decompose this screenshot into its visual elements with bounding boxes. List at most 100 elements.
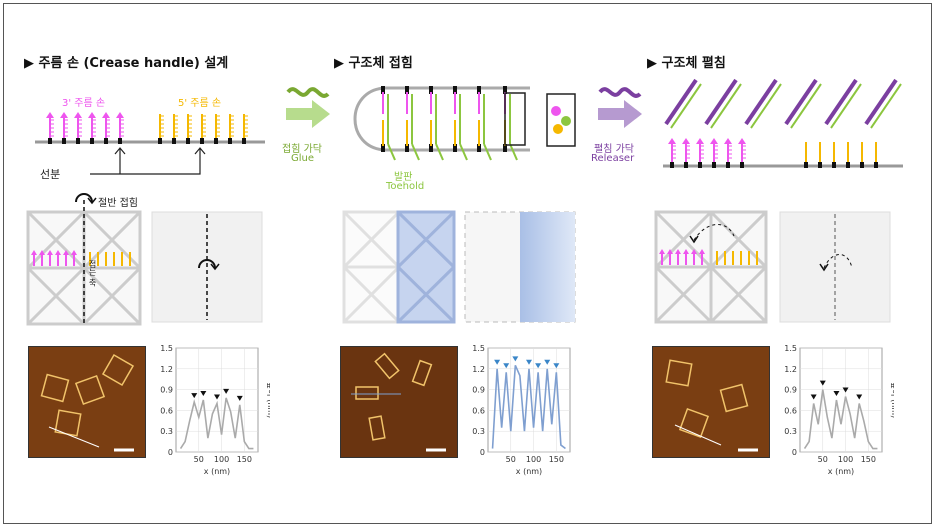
releaser-arrow-icon — [598, 100, 642, 128]
magenta-handle — [738, 138, 746, 168]
peak-marker — [811, 394, 817, 399]
released-duplex — [746, 80, 781, 128]
y-tick-label: 0 — [480, 448, 485, 457]
magenta-handle — [74, 112, 82, 144]
profile-line — [493, 365, 566, 448]
releaser-strand-icon — [590, 82, 650, 142]
profile-line — [181, 398, 254, 449]
highlight-box — [505, 93, 525, 145]
peak-marker — [223, 389, 229, 394]
folded-tile-diagram — [340, 208, 580, 328]
plot-area — [800, 348, 882, 452]
glue-arrow-icon — [286, 100, 330, 128]
x-tick-label: 50 — [194, 455, 204, 464]
releaser-label-en: Releaser — [591, 153, 634, 164]
afm-image-1 — [28, 346, 146, 458]
peak-marker — [494, 360, 500, 365]
y-tick-label: 0.3 — [472, 427, 485, 436]
profile-line — [805, 390, 878, 449]
x-tick-label: 150 — [549, 455, 564, 464]
magenta-handle — [710, 138, 718, 168]
folded-structure-diagram — [345, 80, 535, 180]
x-tick-label: 50 — [818, 455, 828, 464]
unfolded-tile-diagram — [652, 208, 902, 328]
peak-marker — [200, 391, 206, 396]
label-line: 선분 — [40, 166, 60, 182]
pointer-arrow-right — [90, 148, 205, 174]
y-axis-label: 높이 (nm) — [266, 382, 270, 418]
peak-marker — [512, 356, 518, 361]
peak-marker — [526, 360, 532, 365]
peak-marker — [856, 394, 862, 399]
yellow-handle — [186, 114, 192, 144]
magenta-handle — [116, 112, 124, 144]
magenta-handle — [102, 112, 110, 144]
released-duplex — [866, 80, 901, 128]
half-fold-diagram — [24, 188, 274, 328]
height-profile-chart-2: 00.30.60.91.21.550100150x (nm) — [462, 340, 582, 480]
y-tick-label: 0.6 — [472, 406, 485, 415]
folded-half — [520, 212, 575, 322]
magenta-handle — [46, 112, 54, 144]
peak-marker — [237, 396, 243, 401]
yellow-handle — [860, 142, 864, 168]
handle-design-diagram — [30, 104, 270, 184]
peak-marker — [214, 394, 220, 399]
panel3-title: ▶ 구조체 펼침 — [647, 52, 726, 71]
yellow-handle — [818, 142, 822, 168]
y-tick-label: 1.5 — [472, 344, 485, 353]
yellow-handle — [242, 114, 248, 144]
magenta-handle — [88, 112, 96, 144]
label-half-fold: 절반 접힘 — [98, 194, 138, 209]
peak-marker — [833, 391, 839, 396]
y-tick-label: 0.3 — [160, 427, 173, 436]
y-tick-label: 0.9 — [784, 386, 797, 395]
x-tick-label: 150 — [861, 455, 876, 464]
peak-marker — [544, 360, 550, 365]
panel2-title: ▶ 구조체 접힘 — [334, 52, 413, 71]
y-tick-label: 0 — [792, 448, 797, 457]
label-fold-axis: 접는 축 — [87, 260, 98, 287]
magenta-handle — [668, 138, 676, 168]
y-axis-label: 높이 (nm) — [890, 382, 894, 418]
released-duplex — [666, 80, 701, 128]
afm-image-2 — [340, 346, 458, 458]
magenta-handle — [724, 138, 732, 168]
pointer-arrow-left — [115, 148, 125, 174]
yellow-handle — [172, 114, 178, 144]
x-tick-label: 100 — [214, 455, 229, 464]
toehold-label-en: Toehold — [386, 181, 424, 192]
x-tick-label: 100 — [838, 455, 853, 464]
yellow-handle — [804, 142, 808, 168]
x-axis-label: x (nm) — [828, 467, 854, 476]
yellow-handle — [832, 142, 836, 168]
zoom-inset-icon — [546, 93, 576, 147]
yellow-handle — [200, 114, 206, 144]
x-axis-label: x (nm) — [516, 467, 542, 476]
released-duplex — [786, 80, 821, 128]
y-tick-label: 1.2 — [472, 365, 485, 374]
glue-label-en: Glue — [291, 153, 314, 164]
yellow-handle — [158, 114, 164, 144]
y-tick-label: 0.3 — [784, 427, 797, 436]
y-tick-label: 1.5 — [784, 344, 797, 353]
plot-area — [176, 348, 258, 452]
peak-marker — [843, 388, 849, 393]
yellow-handle — [228, 114, 234, 144]
y-tick-label: 0.9 — [160, 386, 173, 395]
yellow-handles — [158, 114, 248, 144]
released-duplex — [706, 80, 741, 128]
magenta-handles — [46, 112, 124, 144]
yellow-handle — [874, 142, 878, 168]
y-tick-label: 1.2 — [160, 365, 173, 374]
peak-marker — [553, 363, 559, 368]
height-profile-chart-3: 00.30.60.91.21.550100150x (nm)높이 (nm) — [774, 340, 894, 480]
magenta-handle — [682, 138, 690, 168]
peak-marker — [535, 363, 541, 368]
yellow-handle — [214, 114, 220, 144]
x-tick-label: 150 — [237, 455, 252, 464]
y-tick-label: 1.5 — [160, 344, 173, 353]
magenta-handle — [60, 112, 68, 144]
yellow-handle — [846, 142, 850, 168]
